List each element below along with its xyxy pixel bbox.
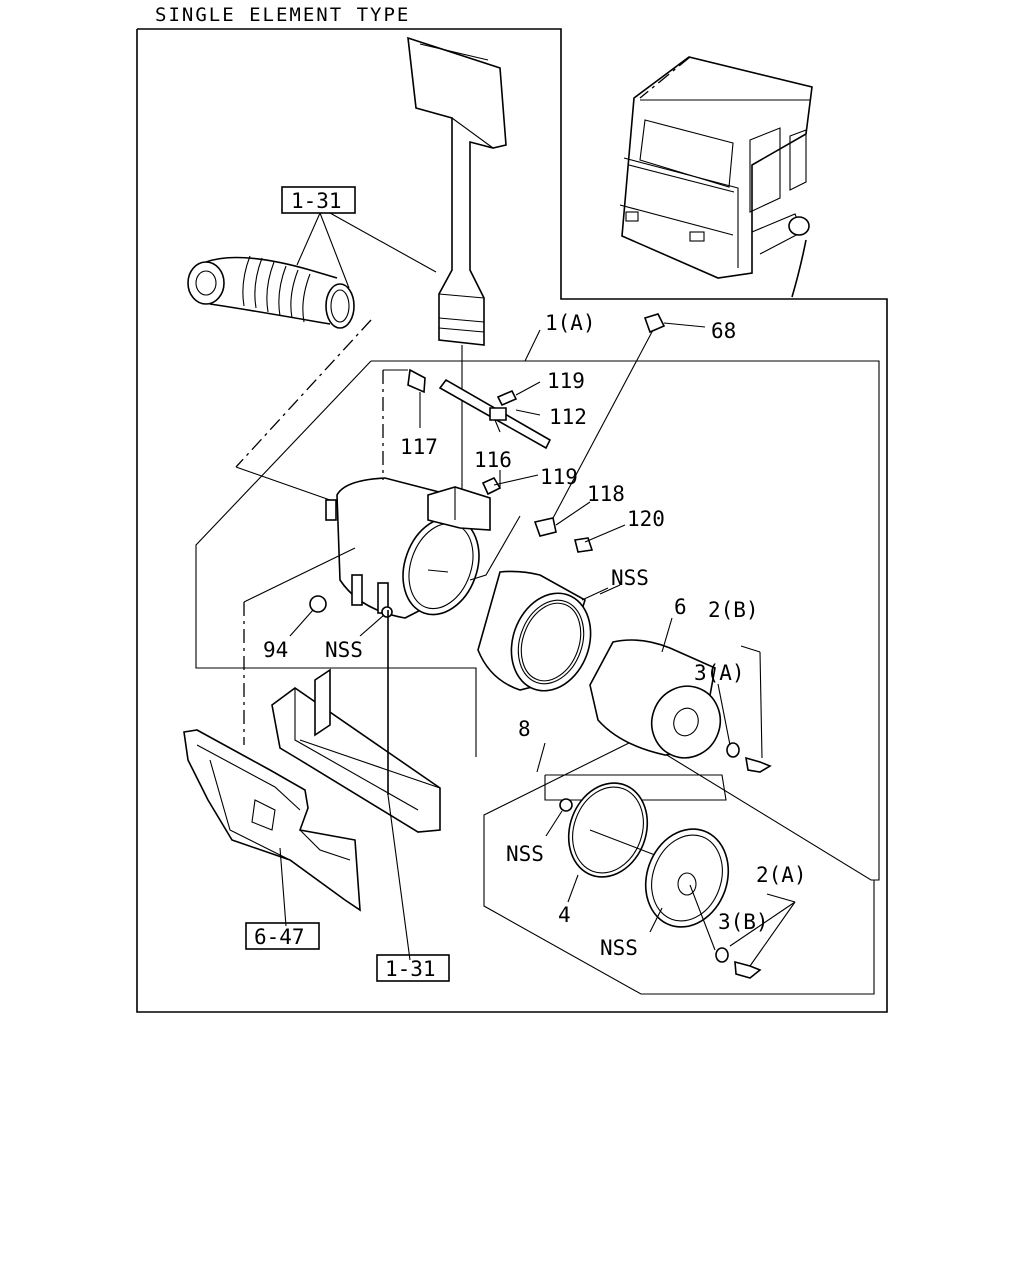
ref-box-left xyxy=(245,922,320,950)
label-116: 116 xyxy=(474,448,512,472)
label-112: 112 xyxy=(549,405,587,429)
intake-duct-drawing xyxy=(407,36,507,500)
leader-lines xyxy=(289,329,626,637)
label-68: 68 xyxy=(711,319,736,343)
label-8: 8 xyxy=(518,717,531,741)
label-119-top: 119 xyxy=(547,369,585,393)
cover-group-drawing xyxy=(536,742,796,979)
bracket-drawing xyxy=(243,547,441,961)
fender-drawing xyxy=(183,729,361,927)
label-2a: 2(A) xyxy=(756,863,807,887)
label-94: 94 xyxy=(263,638,288,662)
ref-label-left: 6-47 xyxy=(254,925,305,949)
ref-box-top xyxy=(281,186,356,214)
sensor-drawing xyxy=(469,313,706,581)
ref-label-top: 1-31 xyxy=(291,189,342,213)
label-nss-cover: NSS xyxy=(600,936,638,960)
label-6: 6 xyxy=(674,595,687,619)
ref-box-bottom xyxy=(376,954,450,982)
diagram-title: SINGLE ELEMENT TYPE xyxy=(155,4,410,26)
label-nss-seal: NSS xyxy=(506,842,544,866)
label-2b: 2(B) xyxy=(708,598,759,622)
pipe-112-drawing xyxy=(407,368,552,496)
label-120: 120 xyxy=(627,507,665,531)
label-118: 118 xyxy=(587,482,625,506)
label-nss-housing: NSS xyxy=(325,638,363,662)
label-3b: 3(B) xyxy=(718,910,769,934)
outer-frame xyxy=(136,28,888,1013)
label-3a: 3(A) xyxy=(694,661,745,685)
label-nss-outer: NSS xyxy=(611,566,649,590)
ref-label-bottom: 1-31 xyxy=(385,957,436,981)
label-117: 117 xyxy=(400,435,438,459)
truck-cab-drawing xyxy=(619,56,813,298)
assembly-frame-left xyxy=(195,360,477,757)
air-cleaner-housing-drawing xyxy=(309,369,491,619)
label-1a: 1(A) xyxy=(545,311,596,335)
hose-drawing xyxy=(187,255,355,329)
assembly-frame xyxy=(371,360,880,995)
label-119-mid: 119 xyxy=(540,465,578,489)
outer-element-drawing xyxy=(477,570,609,692)
label-4: 4 xyxy=(558,903,571,927)
filter-element-drawing xyxy=(589,617,772,773)
